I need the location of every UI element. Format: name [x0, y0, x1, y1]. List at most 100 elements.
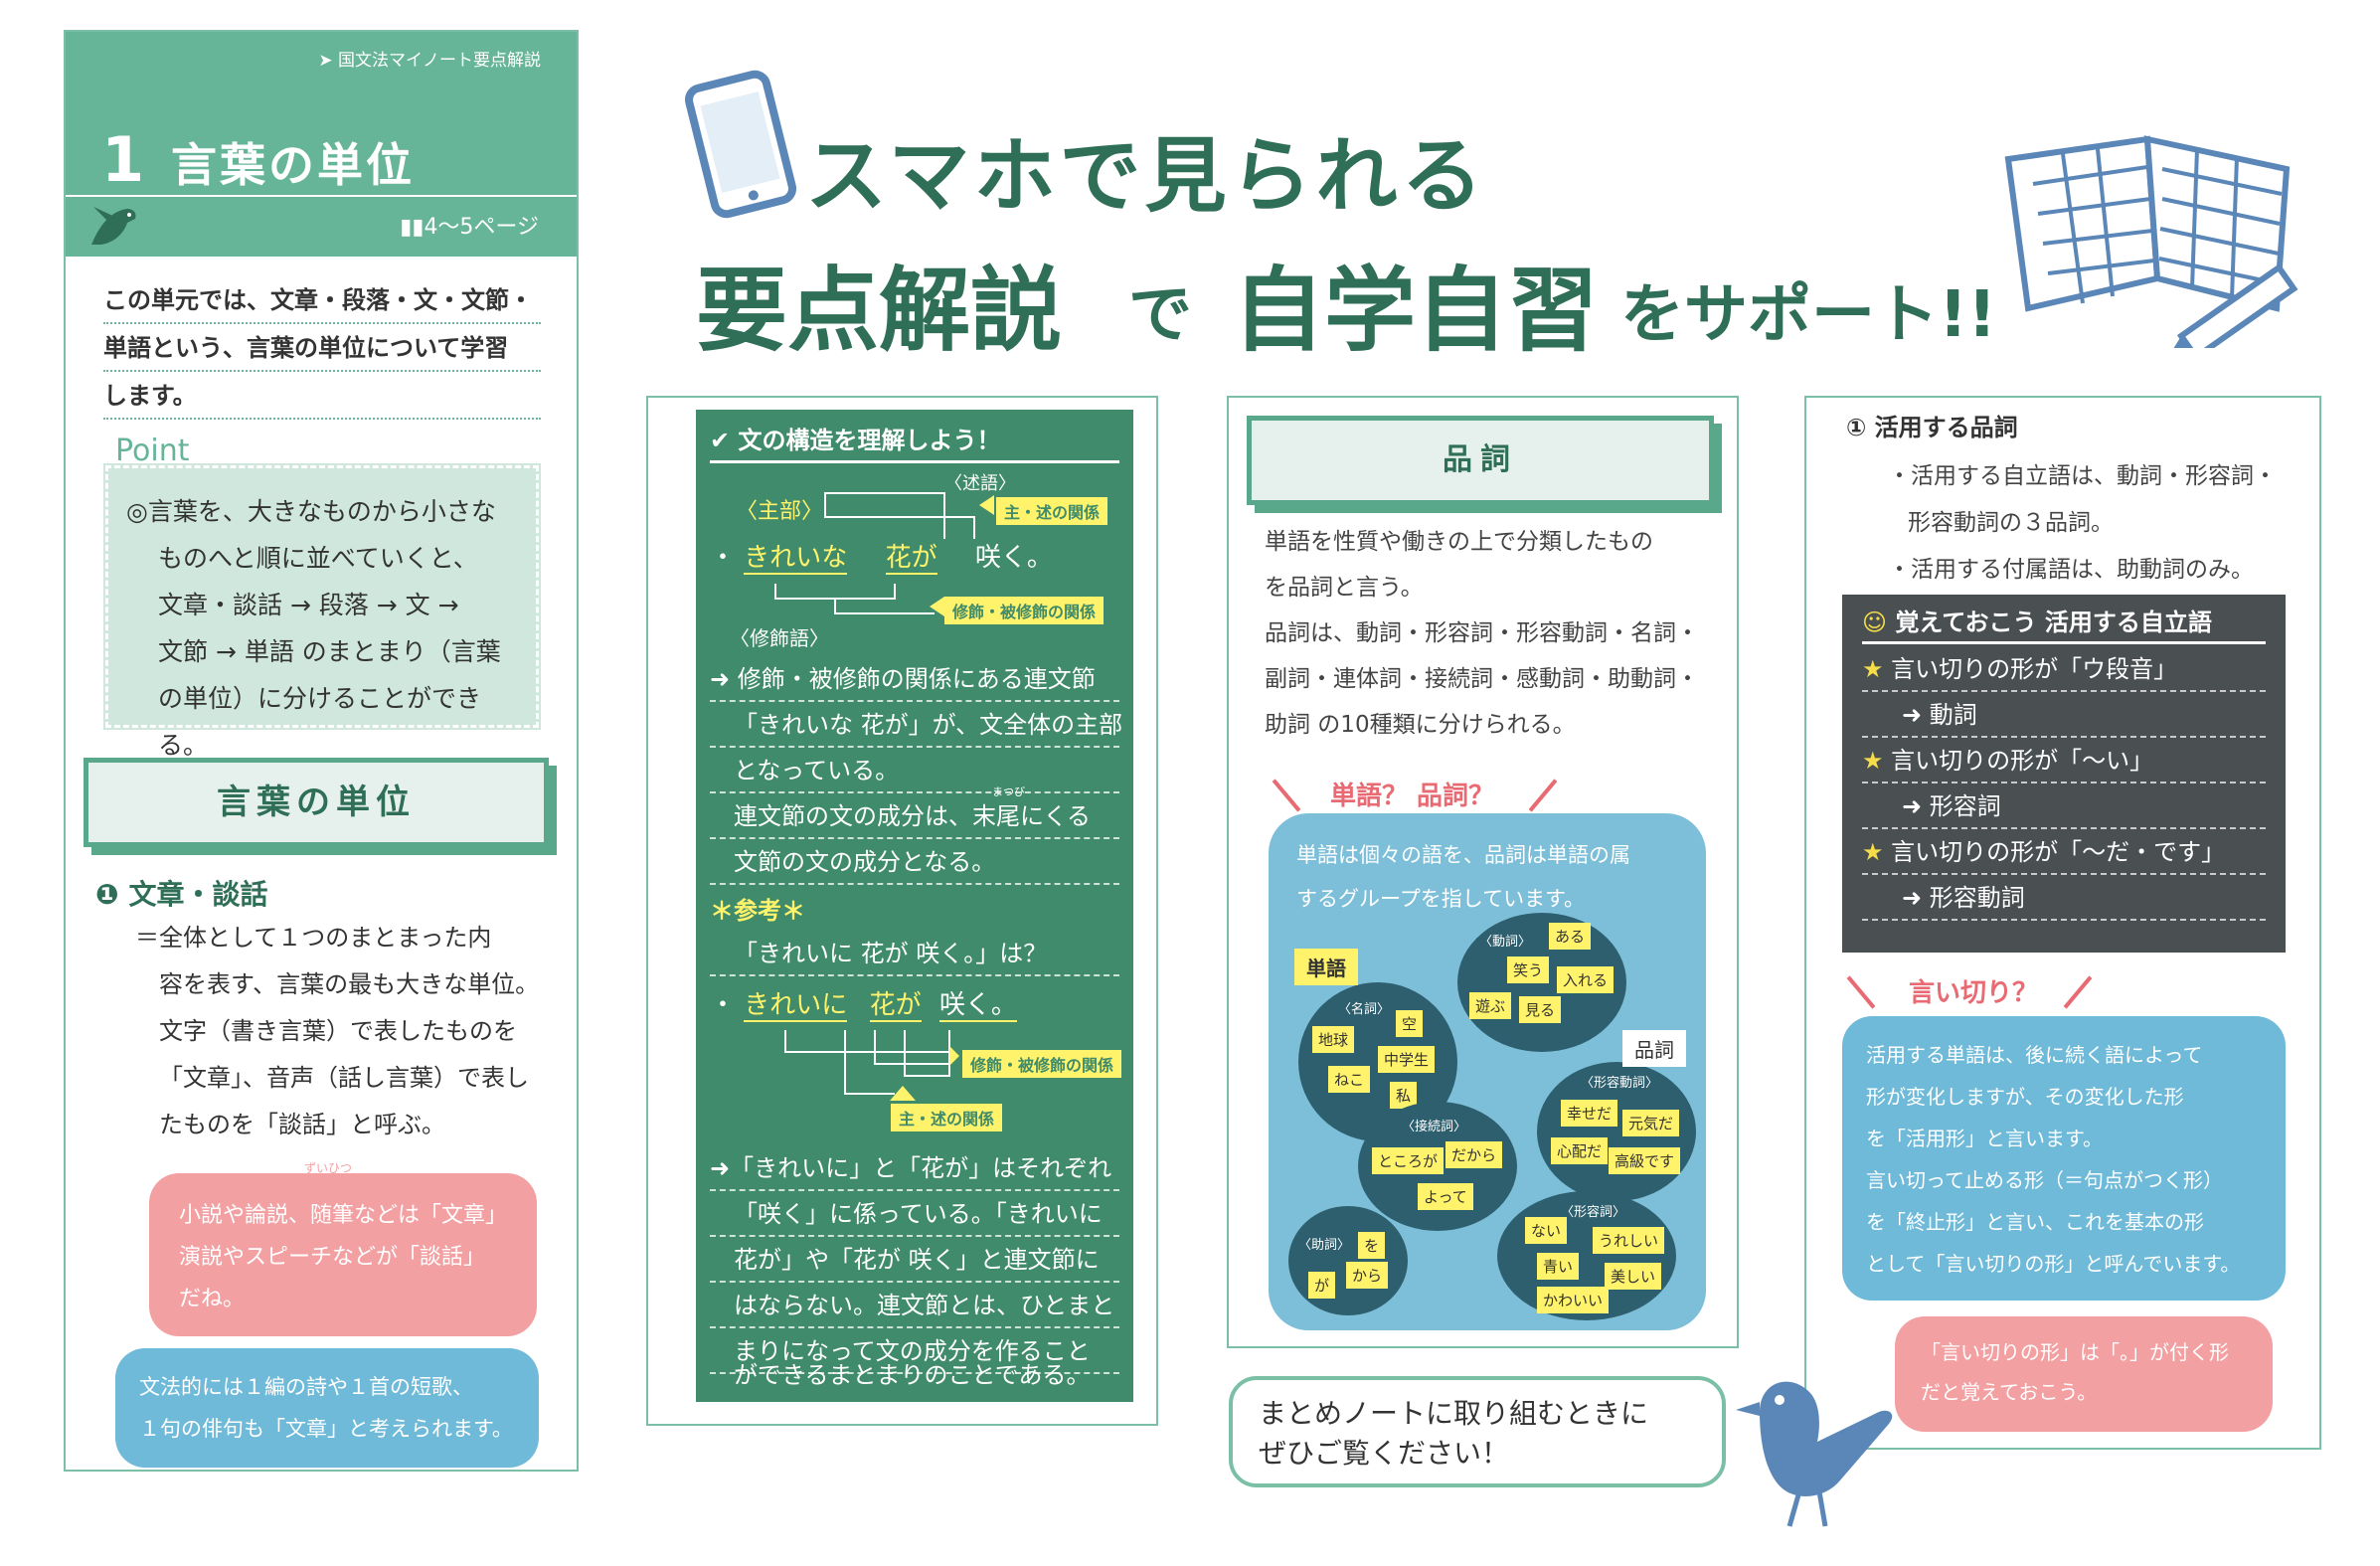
word-tile: ねこ	[1328, 1066, 1371, 1093]
rule-row: ★ 言い切りの形が「ウ段音」	[1862, 646, 2266, 692]
panel-unit-1: ➤ 国文法マイノート要点解説 1 言葉の単位 ▮▮4～5ページ この単元では、文…	[64, 30, 579, 1472]
cloud-line: 単語は個々の語を、品詞は単語の属	[1296, 843, 1630, 867]
board-line: 「咲く」に係っている。「きれいに	[710, 1191, 1119, 1237]
word-tile: 高級です	[1609, 1147, 1681, 1174]
word-tile: 青い	[1537, 1253, 1580, 1280]
cloud-line: するグループを指しています。	[1296, 887, 1586, 911]
item-line: 「文章」、音声（話し言葉）で表し	[159, 1064, 529, 1092]
breadcrumb[interactable]: ➤ 国文法マイノート要点解説	[318, 51, 541, 71]
point-label: Point	[115, 434, 190, 468]
footer-line: ぜひご覧ください！	[1259, 1437, 1510, 1470]
intro-line: この単元では、文章・段落・文・文節・	[103, 276, 541, 324]
bubble-line: だと覚えておこう。	[1921, 1380, 2098, 1404]
group-label: 〈形容詞〉	[1561, 1205, 1626, 1220]
board-line: 文節の文の成分となる。	[710, 839, 1119, 885]
ruby-text: ずいひつ	[304, 1161, 353, 1175]
headline-support: をサポート!!	[1620, 278, 1997, 352]
point-line: 文章・談話 → 段落 → 文 →	[158, 591, 459, 619]
label-shushokugo: 〈修飾語〉	[730, 626, 829, 650]
word-tile: ない	[1525, 1217, 1568, 1244]
body-line: 形容動詞の３品詞。	[1908, 510, 2114, 536]
word-tile: を	[1358, 1232, 1386, 1259]
intro-line: します。	[103, 372, 541, 420]
body-line: 単語を性質や働きの上で分類したもの	[1265, 529, 1653, 555]
hinshi-cloud: 単語は個々の語を、品詞は単語の属 するグループを指しています。 〈名詞〉 地球 …	[1269, 813, 1706, 1330]
bubble-line: 活用する単語は、後に続く語によって	[1866, 1043, 2203, 1067]
bubble-line: を「活用形」と言います。	[1866, 1127, 2103, 1150]
bird-icon	[1736, 1381, 1893, 1527]
panel-conjugation: ① 活用する品詞 ・活用する自立語は、動詞・形容詞・ 形容動詞の３品詞。 ・活用…	[1804, 396, 2321, 1450]
headline-de: で	[1128, 278, 1192, 352]
group-label: 〈助詞〉	[1298, 1238, 1351, 1253]
board-line: 連文節の文の成分は、末尾にくる	[710, 793, 1119, 839]
group-label: 〈動詞〉	[1479, 935, 1532, 950]
board-line: 花が」や「花が 咲く」と連文節に	[710, 1237, 1119, 1283]
body-line: 品詞は、動詞・形容詞・形容動詞・名詞・	[1265, 620, 1699, 646]
label-jutsugo: 〈述語〉	[944, 473, 1016, 494]
speech-bubble-blue: 文法的には１編の詩や１首の短歌、 １句の俳句も「文章」と考えられます。	[115, 1348, 539, 1468]
star-icon: ★	[1862, 655, 1884, 683]
bubble-line: 文法的には１編の詩や１首の短歌、	[139, 1375, 473, 1399]
example-sentence-2: ・ きれいに 花が 咲く。	[710, 984, 1017, 1022]
word-tile: が	[1308, 1272, 1336, 1299]
headline-line1: スマホで見られる	[805, 129, 1487, 224]
bubble-line: 「言い切りの形」は「。」が付く形	[1921, 1340, 2229, 1364]
word-saku: 咲く。	[974, 543, 1053, 573]
word-tile: 遊ぶ	[1469, 992, 1512, 1019]
group-label: 〈形容動詞〉	[1581, 1076, 1659, 1091]
page-reference[interactable]: ▮▮4～5ページ	[400, 209, 539, 241]
board-line: 「きれいに 花が 咲く。」は？	[710, 931, 1119, 976]
word-kireini: きれいに	[744, 990, 848, 1022]
unit-title: 言葉の単位	[171, 138, 415, 192]
rule-result: ➜ 形容詞	[1862, 783, 2266, 829]
group-label: 〈名詞〉	[1338, 1002, 1391, 1017]
conjugation-body: ・活用する自立語は、動詞・形容詞・ 形容動詞の３品詞。 ・活用する付属語は、助動…	[1888, 453, 2277, 594]
board-line: となっている。	[710, 748, 1119, 793]
tag-tango: 単語	[1294, 949, 1358, 985]
header-divider	[66, 195, 577, 197]
body-line: 助詞 の10種類に分けられる。	[1265, 712, 1576, 738]
word-tile: 見る	[1519, 996, 1562, 1023]
chalkboard-conjugation: ☺ 覚えておこう 活用する自立語 ★ 言い切りの形が「ウ段音」 ➜ 動詞 ★ 言…	[1842, 595, 2286, 953]
unit-header: ➤ 国文法マイノート要点解説 1 言葉の単位 ▮▮4～5ページ	[66, 32, 577, 257]
group-label: 〈接続詞〉	[1402, 1120, 1467, 1134]
word-tile: 美しい	[1605, 1263, 1662, 1290]
tag-subject-predicate: 主・述の関係	[996, 497, 1108, 525]
speech-bubble-blue: 活用する単語は、後に続く語によって 形が変化しますが、その変化した形 を「活用形…	[1842, 1016, 2286, 1301]
word-tile: うれしい	[1593, 1227, 1665, 1254]
word-tile: 心配だ	[1551, 1137, 1609, 1164]
bubble-line: １句の俳句も「文章」と考えられます。	[139, 1417, 513, 1441]
emphasis-mark-left	[1272, 779, 1301, 812]
speech-bubble-pink: 「言い切りの形」は「。」が付く形 だと覚えておこう。	[1895, 1316, 2273, 1432]
bird-icon	[91, 207, 136, 245]
hinshi-body: 単語を性質や働きの上で分類したもの を品詞と言う。 品詞は、動詞・形容詞・形容動…	[1265, 519, 1722, 748]
word-tile: ところが	[1372, 1147, 1445, 1174]
word-saku-2: 咲く。	[938, 990, 1017, 1022]
word-tile: 笑う	[1507, 957, 1550, 983]
word-tile: だから	[1445, 1141, 1503, 1168]
group-verb: 〈動詞〉 ある 笑う 入れる 遊ぶ 見る	[1457, 913, 1626, 1052]
tag-subject-predicate-2: 主・述の関係	[891, 1104, 1003, 1131]
star-icon: ★	[1862, 838, 1884, 866]
point-line: の単位）に分けることができる。	[158, 684, 482, 760]
group-adjectival-verb: 〈形容動詞〉 幸せだ 元気だ 心配だ 高級です	[1537, 1062, 1696, 1201]
board-line: 「きれいな 花が」が、文全体の主部	[710, 702, 1122, 748]
body-line: ・活用する付属語は、助動詞のみ。	[1888, 557, 2254, 583]
chalkboard-sentence: ✔ 文の構造を理解しよう！ 〈述語〉 〈主部〉 主・述の関係 ・ きれいな 花が…	[696, 410, 1133, 1402]
bubble-line: として「言い切りの形」と呼んでいます。	[1866, 1252, 2241, 1276]
tag-modifier-relation-2: 修飾・被修飾の関係	[962, 1050, 1122, 1078]
group-adjective: 〈形容詞〉 ない うれしい 青い 美しい かわいい	[1497, 1191, 1676, 1320]
intro-line: 単語という、言葉の単位について学習	[103, 324, 541, 372]
bullet-dot: ・	[710, 543, 737, 573]
point-box: ◎言葉を、大きなものから小さな ものへと順に並べていくと、 文章・談話 → 段落…	[103, 463, 541, 760]
cloud-text: 単語は個々の語を、品詞は単語の属 するグループを指しています。	[1296, 833, 1630, 921]
panel-sentence-structure	[646, 396, 1158, 1426]
tag-hinshi: 品詞	[1622, 1030, 1686, 1067]
label-shugo: 〈主部〉	[736, 499, 824, 524]
item-line: 容を表す、言葉の最も大きな単位。	[159, 970, 540, 998]
word-tile: 地球	[1312, 1026, 1355, 1053]
conjugation-heading: ① 活用する品詞	[1846, 414, 2018, 441]
hinshi-title: 品詞	[1247, 416, 1714, 505]
rule-text: 言い切りの形が「～い」	[1891, 747, 2154, 775]
item-line: たものを「談話」と呼ぶ。	[159, 1111, 445, 1138]
